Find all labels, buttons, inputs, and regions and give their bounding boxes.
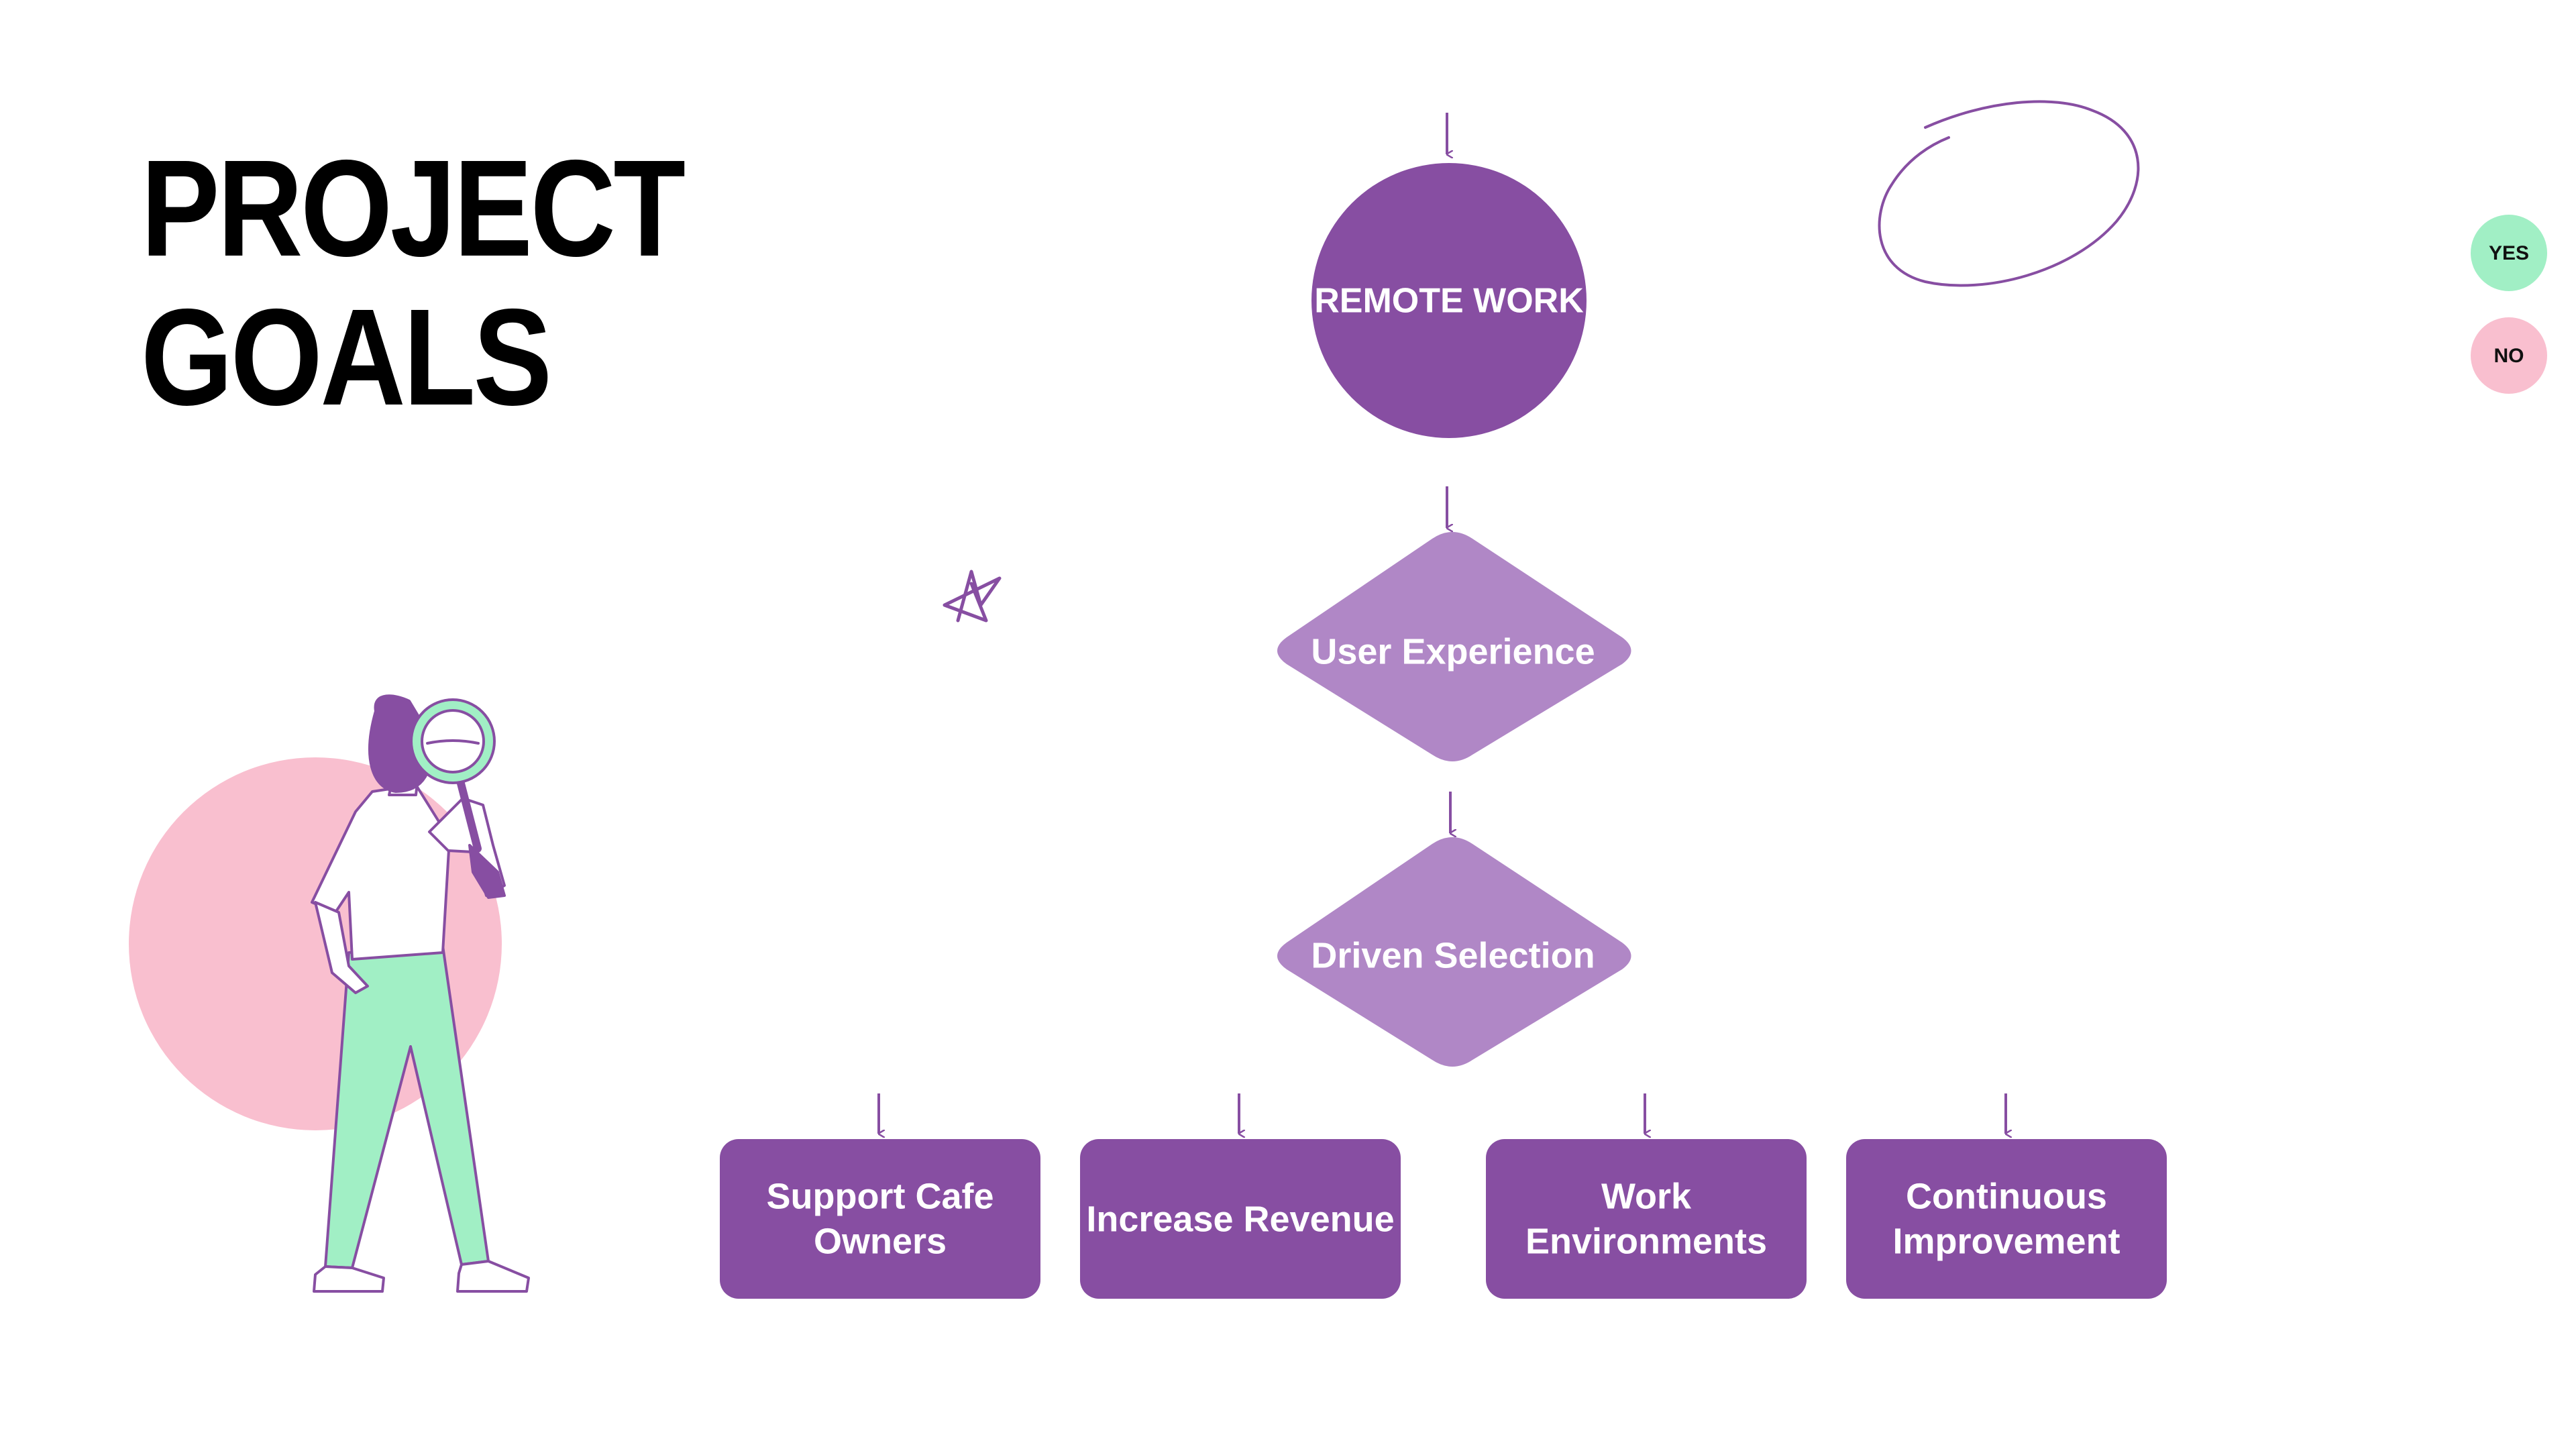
legend-yes: YES xyxy=(2471,215,2547,291)
outcome-box-4-line-2: Improvement xyxy=(1892,1221,2120,1261)
decision-node-2-diamond xyxy=(1277,837,1631,1067)
magnifier-eye-line xyxy=(426,739,480,745)
decision-node-2-label: Driven Selection xyxy=(1311,935,1595,975)
legend-no-label: NO xyxy=(2494,345,2524,367)
outcome-box-3-line-1: Work xyxy=(1601,1176,1692,1216)
outcome-box-1-rect xyxy=(720,1139,1040,1299)
outcome-box-3: Work Environments xyxy=(1486,1139,1807,1299)
start-node-circle xyxy=(1311,163,1587,438)
title-line-2: GOALS xyxy=(141,280,552,434)
page-title: PROJECT GOALS xyxy=(141,131,686,434)
outcome-box-4-rect xyxy=(1846,1139,2167,1299)
hand-drawn-loop-doodle xyxy=(1878,100,2140,287)
right-shoe xyxy=(456,1260,530,1293)
outcome-box-3-line-2: Environments xyxy=(1525,1221,1767,1261)
decision-node-2: Driven Selection xyxy=(1277,837,1631,1067)
start-node: REMOTE WORK xyxy=(1311,163,1587,438)
legend-no-dot xyxy=(2471,317,2547,394)
magnifier-handle xyxy=(455,774,482,853)
decision-node-1-label: User Experience xyxy=(1311,631,1595,672)
outcome-box-2-line-1: Increase Revenue xyxy=(1086,1199,1394,1239)
left-arm xyxy=(314,901,369,994)
decision-node-1: User Experience xyxy=(1277,532,1631,761)
legend-yes-dot xyxy=(2471,215,2547,291)
right-hand xyxy=(468,844,506,899)
shirt xyxy=(311,784,451,961)
title-line-1: PROJECT xyxy=(141,131,686,285)
legend-no: NO xyxy=(2471,317,2547,394)
outcome-box-3-rect xyxy=(1486,1139,1807,1299)
woman-magnifier-illustration xyxy=(129,694,530,1293)
decision-node-1-diamond xyxy=(1277,532,1631,761)
outcome-box-4-line-1: Continuous xyxy=(1906,1176,2107,1216)
outcome-box-2-rect xyxy=(1080,1139,1401,1299)
start-node-label: REMOTE WORK xyxy=(1314,282,1584,321)
left-shoe xyxy=(313,1265,385,1293)
outcome-box-1-line-1: Support Cafe xyxy=(766,1176,994,1216)
outcome-box-1-line-2: Owners xyxy=(814,1221,947,1261)
outcome-box-1: Support Cafe Owners xyxy=(720,1139,1040,1299)
outcome-box-4: Continuous Improvement xyxy=(1846,1139,2167,1299)
star-doodle xyxy=(943,570,1002,623)
legend-yes-label: YES xyxy=(2489,242,2529,264)
connector-arrows xyxy=(877,113,2006,1134)
outcome-box-2: Increase Revenue xyxy=(1080,1139,1401,1299)
